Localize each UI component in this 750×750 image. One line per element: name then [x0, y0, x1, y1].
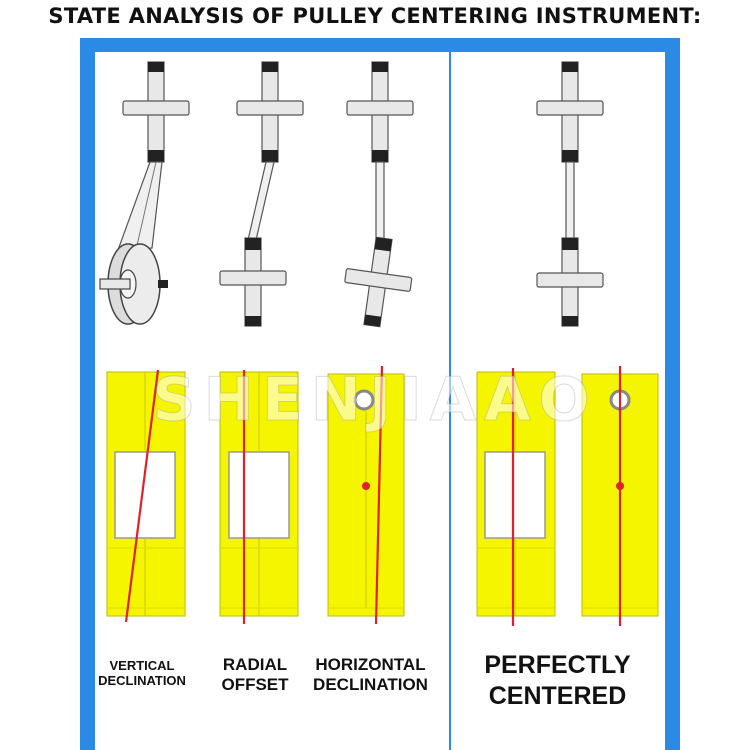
- label-line: RADIAL: [222, 655, 288, 674]
- label-line: HORIZONTAL: [315, 655, 426, 674]
- label-line: PERFECTLY: [484, 651, 631, 679]
- label-line: OFFSET: [221, 674, 289, 694]
- target-card-centered-dot: [581, 366, 659, 626]
- instrument-radial-offset: [219, 61, 304, 327]
- centered-section-divider: [449, 52, 451, 750]
- label-perfectly-centered: PERFECTLY CENTERED: [470, 650, 645, 713]
- instrument-horizontal-declination: [344, 61, 414, 328]
- label-horizontal-declination: HORIZONTAL DECLINATION: [303, 655, 438, 694]
- target-card-centered-window: [476, 368, 556, 626]
- target-card-radial-offset: [219, 370, 299, 624]
- page-title: STATE ANALYSIS OF PULLEY CENTERING INSTR…: [48, 4, 702, 28]
- laser-line: [124, 369, 160, 623]
- laser-line: [374, 365, 384, 625]
- label-line: DECLINATION: [98, 672, 186, 688]
- watermark: SHENJIAAO: [152, 365, 598, 436]
- label-line: DECLINATION: [313, 674, 428, 694]
- target-card-horizontal-declination: [327, 365, 405, 625]
- label-line: VERTICAL: [109, 658, 175, 673]
- label-line: CENTERED: [488, 682, 627, 711]
- target-card-vertical-declination: [106, 369, 186, 623]
- label-vertical-declination: VERTICAL DECLINATION: [92, 658, 192, 689]
- instrument-perfectly-centered: [536, 61, 604, 327]
- label-radial-offset: RADIAL OFFSET: [210, 655, 300, 694]
- instrument-vertical-declination: [99, 61, 190, 325]
